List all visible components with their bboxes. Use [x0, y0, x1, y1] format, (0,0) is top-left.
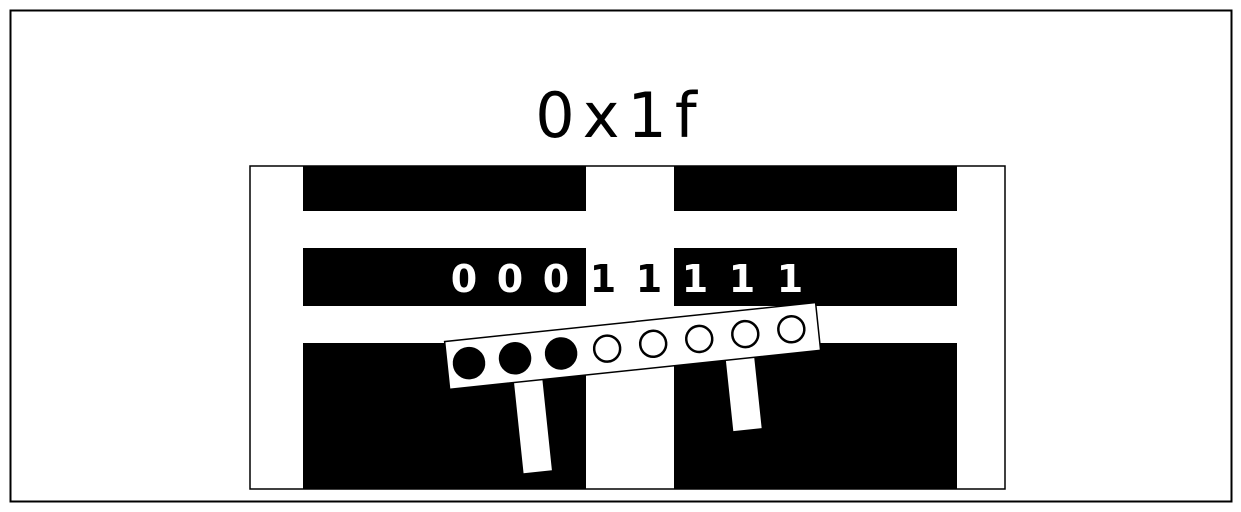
hex-title: 0x1f [535, 79, 704, 152]
switch-off-circle [593, 334, 622, 363]
bit-digit: 1 [590, 257, 616, 301]
switch-off-circle [731, 320, 760, 349]
middle-right-bar [674, 248, 957, 306]
switch-off-circle [685, 325, 714, 354]
switch-off-circle [639, 329, 668, 358]
bottom-right-block [674, 343, 957, 489]
bit-digit: 0 [451, 257, 477, 301]
top-right-bar [674, 166, 957, 211]
switch-off-circle [777, 315, 806, 344]
top-left-bar [303, 166, 586, 211]
bit-digit: 1 [777, 257, 803, 301]
bit-digit: 1 [729, 257, 755, 301]
bit-digit: 1 [636, 257, 662, 301]
bit-digit: 0 [543, 257, 569, 301]
bit-digit: 1 [682, 257, 708, 301]
bit-digit: 0 [497, 257, 523, 301]
